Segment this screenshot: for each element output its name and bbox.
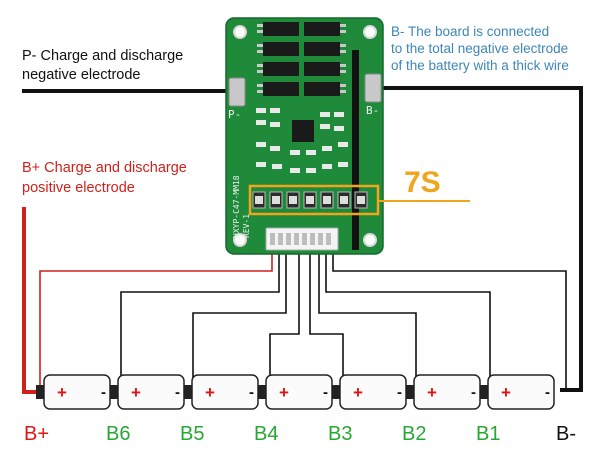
battery-plus-symbol: + <box>131 383 141 402</box>
bms-board: P- B- HX <box>225 17 384 255</box>
battery-plus-symbol: + <box>427 383 437 402</box>
balance-wire-b5 <box>192 250 287 390</box>
battery-plus-symbol: + <box>353 383 363 402</box>
7s-label: 7S <box>404 166 441 199</box>
balance-wire-b4 <box>269 250 300 390</box>
b-minus-note-line3: of the battery with a thick wire <box>391 58 569 73</box>
board-revision-text: REV-1 <box>242 214 251 238</box>
battery-minus-symbol: - <box>249 384 254 401</box>
b-minus-note-line1: B- The board is connected <box>391 24 549 39</box>
battery-cell: + - <box>406 374 481 410</box>
battery-cell: + - <box>184 374 259 410</box>
board-model-text: HXYP-C47-MM18 <box>232 175 241 238</box>
battery-minus-symbol: - <box>545 384 550 401</box>
mounting-hole <box>363 25 377 39</box>
control-ic <box>292 120 314 142</box>
balance-wire-b3 <box>309 250 344 390</box>
terminal-label-b-minus: B- <box>556 423 576 445</box>
battery-cell: + - <box>258 374 333 410</box>
battery-minus-symbol: - <box>471 384 476 401</box>
pad-b-minus <box>364 73 382 103</box>
terminal-label-b4: B4 <box>254 423 278 445</box>
battery-cell: + - <box>332 374 407 410</box>
terminal-label-b3: B3 <box>328 423 352 445</box>
battery-minus-symbol: - <box>175 384 180 401</box>
battery-plus-symbol: + <box>205 383 215 402</box>
p-minus-label-line2: negative electrode <box>22 67 141 83</box>
b-minus-wire <box>381 86 583 392</box>
battery-minus-symbol: - <box>397 384 402 401</box>
pad-p-minus-label: P- <box>228 108 241 121</box>
battery-minus-symbol: - <box>323 384 328 401</box>
b-plus-main-wire <box>22 207 44 394</box>
b-plus-label-line2: positive electrode <box>22 180 135 196</box>
wires <box>22 86 583 394</box>
battery-plus-symbol: + <box>279 383 289 402</box>
terminal-label-b1: B1 <box>476 423 500 445</box>
mosfet-array <box>263 22 340 96</box>
battery-minus-symbol: - <box>101 384 106 401</box>
smd-components <box>256 108 348 173</box>
balance-wire-b2 <box>318 250 417 390</box>
balance-wire-b6 <box>120 250 280 390</box>
b-minus-note-line2: to the total negative electrode <box>391 41 568 56</box>
terminal-label-b6: B6 <box>106 423 130 445</box>
battery-cell: + - <box>110 374 185 410</box>
battery-plus-symbol: + <box>57 383 67 402</box>
current-sense-trace <box>352 50 359 250</box>
battery-plus-symbol: + <box>501 383 511 402</box>
terminal-label-b5: B5 <box>180 423 204 445</box>
battery-cell: + - <box>36 374 111 410</box>
balance-resistors <box>252 191 368 209</box>
balance-wire-b-minus <box>332 250 567 390</box>
terminal-label-b-plus: B+ <box>24 423 49 445</box>
b-plus-label-line1: B+ Charge and discharge <box>22 160 187 176</box>
battery-cell: + - <box>480 374 555 410</box>
p-minus-label-line1: P- Charge and discharge <box>22 48 183 64</box>
mounting-hole <box>233 233 247 247</box>
pad-p-minus <box>228 77 246 107</box>
pad-b-minus-label: B- <box>366 104 379 117</box>
mounting-hole <box>233 25 247 39</box>
terminal-label-b2: B2 <box>402 423 426 445</box>
mounting-hole <box>363 233 377 247</box>
battery-row: + - + - + - + - + - <box>36 374 555 410</box>
b-plus-balance-wire <box>39 250 273 392</box>
balance-wire-b1 <box>325 250 491 390</box>
